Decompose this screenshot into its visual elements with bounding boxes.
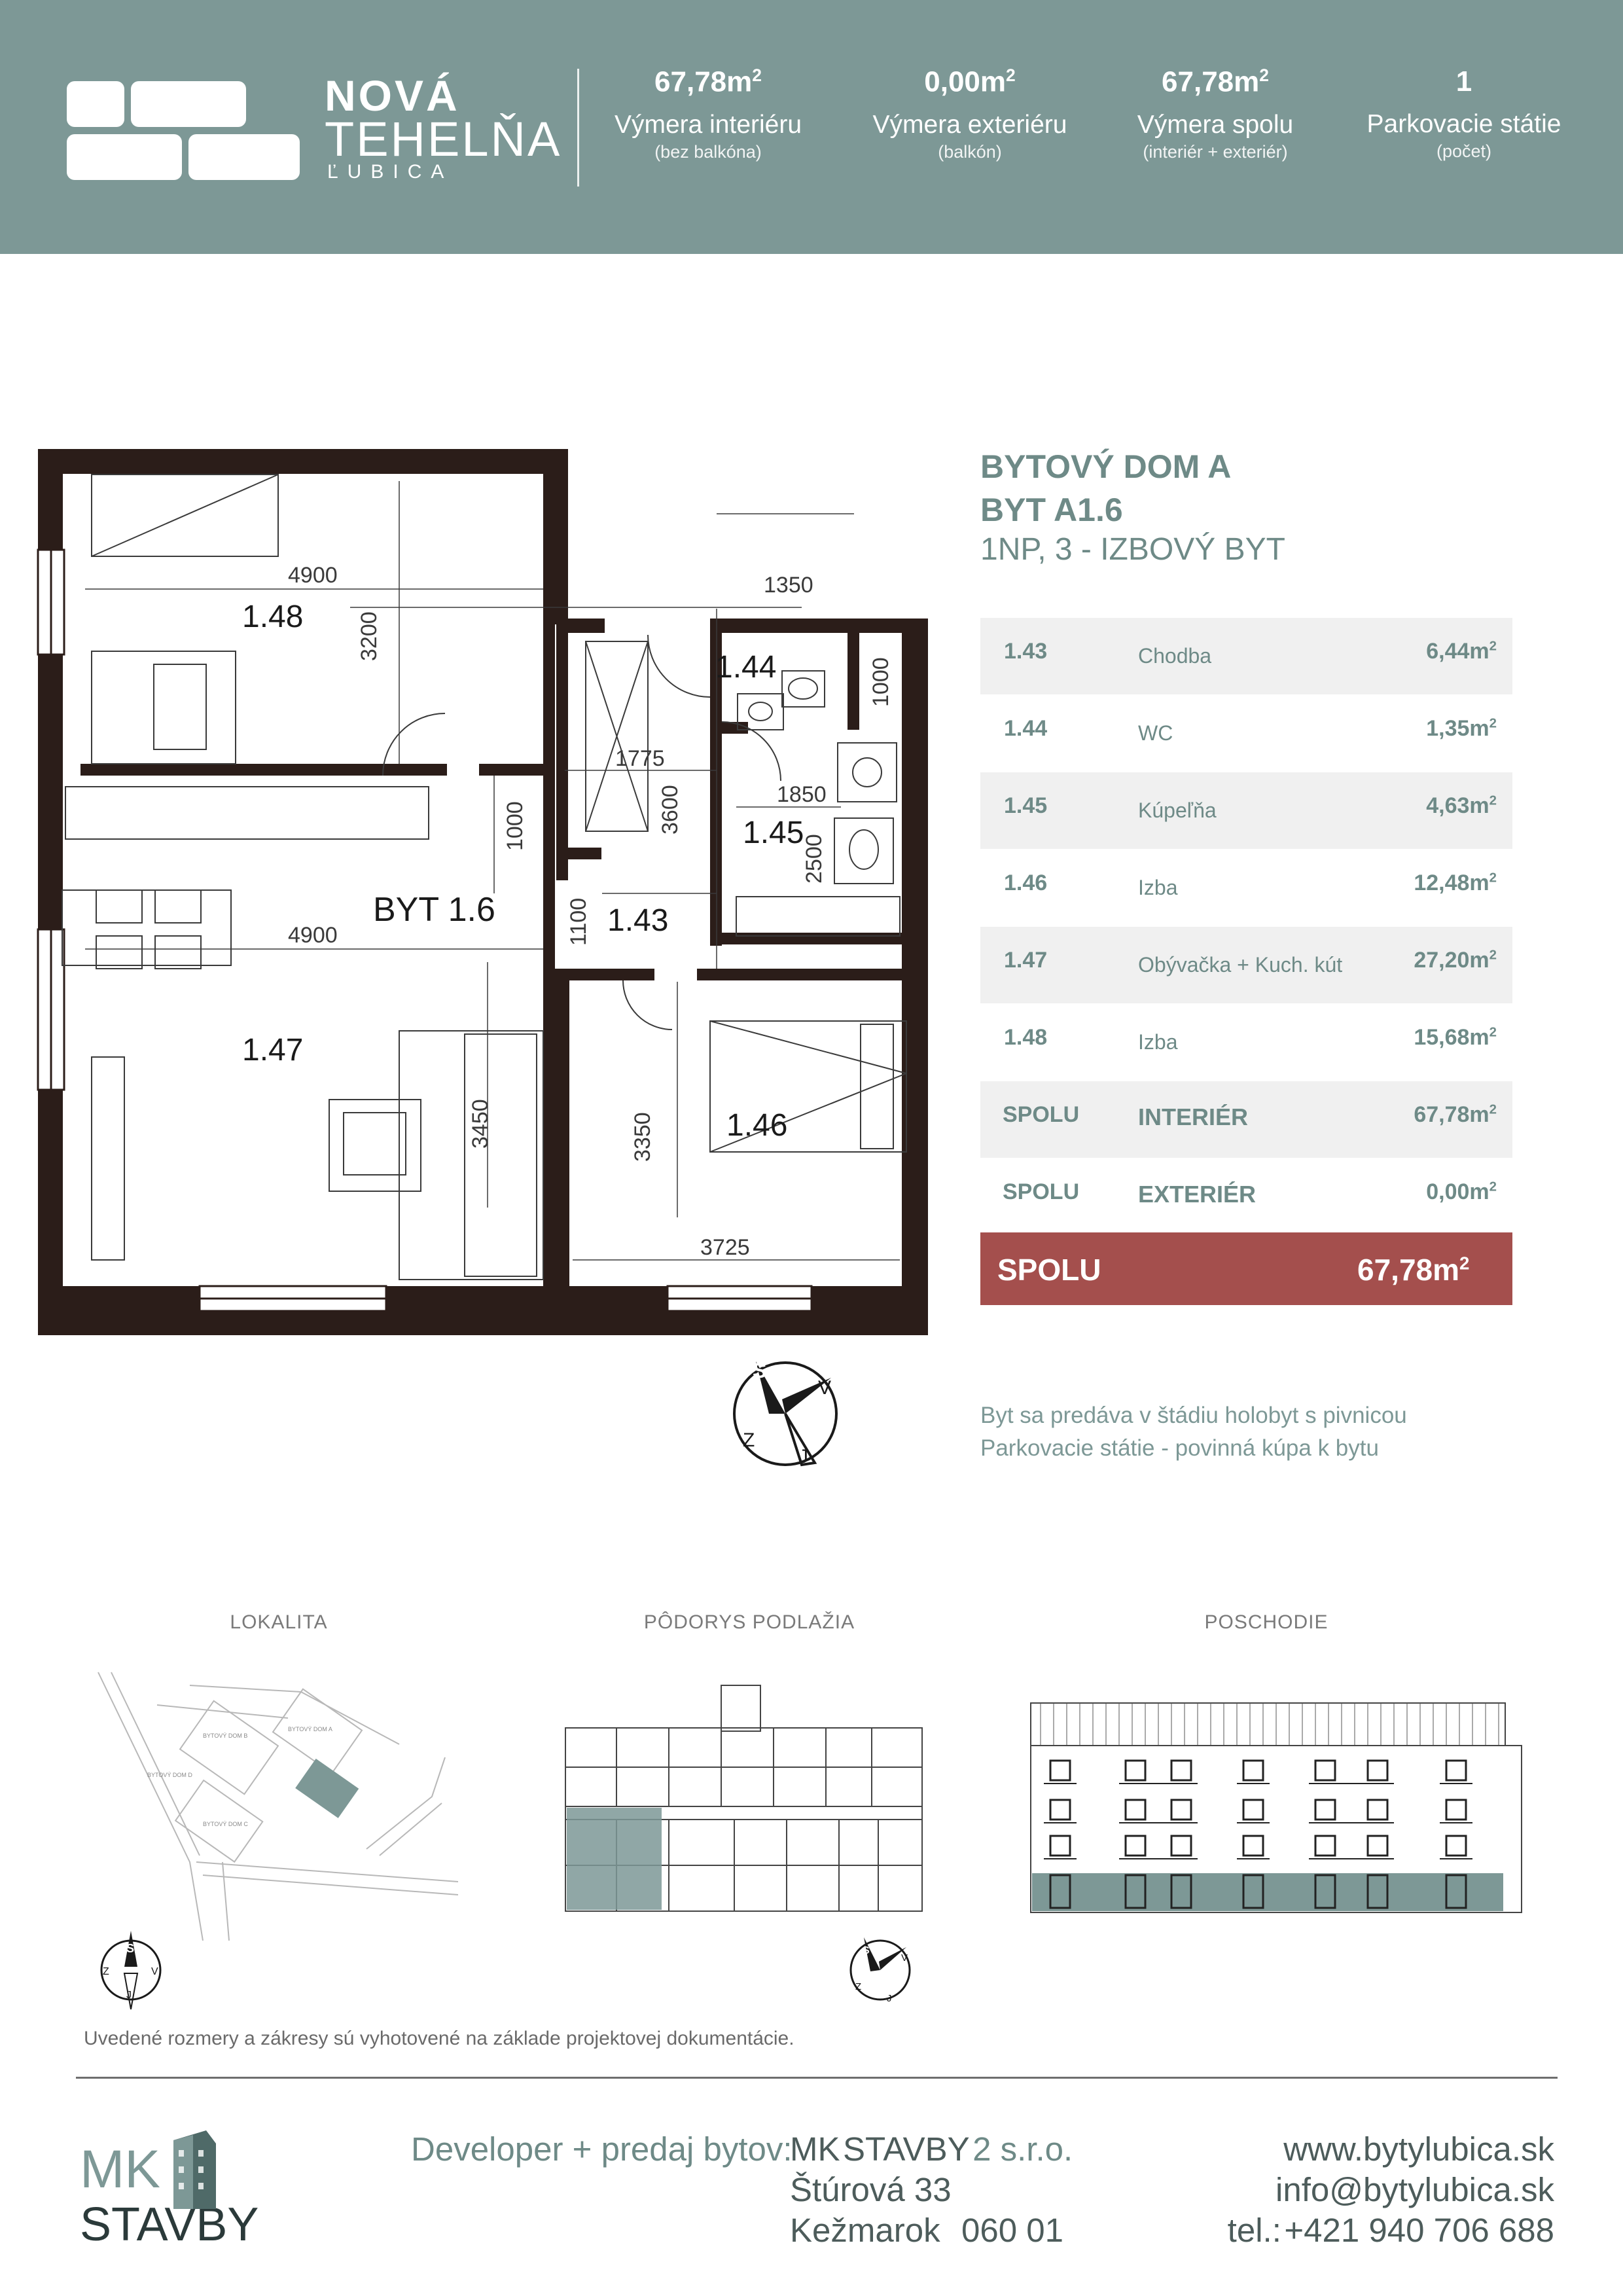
company-name: MK STAVBY 2 s.r.o. xyxy=(790,2130,1073,2168)
room-label-148: 1.48 xyxy=(242,600,303,634)
site-label: BYTOVÝ DOM C xyxy=(203,1821,248,1827)
logo-building-icon xyxy=(173,2130,216,2209)
room-label-144: 1.44 xyxy=(715,650,776,685)
unit-label: BYT 1.6 xyxy=(373,891,495,929)
svg-text:J: J xyxy=(887,1993,892,2004)
floor-plan: 1.48 1.44 1.45 1.43 1.47 1.46 BYT 1.6 49… xyxy=(37,449,928,1335)
room-label-146: 1.46 xyxy=(726,1108,787,1143)
dim-text: 1000 xyxy=(868,657,893,707)
dim-text: 1000 xyxy=(503,801,527,851)
stat-parking: 1 Parkovacie státie (počet) xyxy=(1366,65,1561,161)
dim-text: 3600 xyxy=(658,785,683,834)
svg-text:J: J xyxy=(798,1446,808,1467)
svg-text:S: S xyxy=(126,1942,134,1955)
site-map: BYTOVÝ DOM B BYTOVÝ DOM A BYTOVÝ DOM C B… xyxy=(98,1672,459,1941)
dim-text: 4900 xyxy=(288,563,338,588)
dim-text: 4900 xyxy=(288,923,338,948)
brand-name-main: TEHELŇA xyxy=(325,112,562,166)
svg-text:V: V xyxy=(901,1952,908,1964)
stat-total: 67,78m2 Výmera spolu (interiér + exterié… xyxy=(1137,65,1294,162)
site-label: BYTOVÝ DOM A xyxy=(288,1726,332,1732)
svg-text:Z: Z xyxy=(103,1966,109,1977)
brand-name-top: NOVÁ xyxy=(325,71,460,120)
compass-icon: S V Z J xyxy=(849,1937,911,2004)
room-labels: 1.48 1.44 1.45 1.43 1.47 1.46 BYT 1.6 xyxy=(242,600,804,1143)
website-link[interactable]: www.bytylubica.sk xyxy=(1283,2130,1554,2168)
svg-text:S: S xyxy=(863,1945,870,1956)
unit-type: 1NP, 3 - IZBOVÝ BYT xyxy=(980,532,1285,567)
dim-text: 1775 xyxy=(615,746,665,771)
dimension-lines xyxy=(85,481,900,1261)
developer-info: Developer + predaj bytov: xyxy=(411,2130,793,2168)
fixtures xyxy=(62,474,907,1280)
lokalita-label: LOKALITA xyxy=(230,1611,328,1633)
dim-text: 3350 xyxy=(630,1112,655,1162)
building-title: BYTOVÝ DOM A xyxy=(980,448,1232,485)
note-line-1: Byt sa predáva v štádiu holobyt s pivnic… xyxy=(980,1403,1407,1428)
total-bar: SPOLU 67,78m2 xyxy=(980,1232,1512,1305)
dim-text: 3200 xyxy=(357,611,382,661)
room-label-143: 1.43 xyxy=(607,903,668,938)
room-label-147: 1.47 xyxy=(242,1033,303,1067)
footer-divider xyxy=(76,2077,1558,2079)
unit-title: BYT A1.6 xyxy=(980,492,1123,528)
stat-exterior: 0,00m2 Výmera exteriéru (balkón) xyxy=(872,65,1067,162)
compass-icon: S V Z J xyxy=(100,1931,162,2010)
svg-text:Z: Z xyxy=(855,1981,861,1992)
phone-link[interactable]: tel.: +421 940 706 688 xyxy=(1227,2212,1554,2249)
email-link[interactable]: info@bytylubica.sk xyxy=(1275,2171,1554,2208)
header-divider xyxy=(577,69,579,187)
logo-mk: MK xyxy=(80,2140,160,2199)
floor-layout-map xyxy=(565,1685,923,1912)
room-label-145: 1.45 xyxy=(743,816,804,850)
site-label: BYTOVÝ DOM D xyxy=(147,1772,192,1778)
svg-text:J: J xyxy=(126,1990,132,2001)
company-street: Štúrová 33 xyxy=(790,2171,952,2208)
svg-text:V: V xyxy=(151,1966,158,1977)
note-line-2: Parkovacie státie - povinná kúpa k bytu xyxy=(980,1435,1379,1461)
header-bar: NOVÁ TEHELŇA ĽUBICA 67,78m2 Výmera inter… xyxy=(0,0,1623,254)
podorys-label: PÔDORYS PODLAŽIA xyxy=(643,1611,855,1633)
dim-text: 1350 xyxy=(764,573,813,598)
dim-text: 2500 xyxy=(802,834,827,884)
poschodie-label: POSCHODIE xyxy=(1204,1611,1329,1633)
disclaimer: Uvedené rozmery a zákresy sú vyhotovené … xyxy=(84,2028,794,2049)
dim-text: 1100 xyxy=(566,898,591,946)
logo-stavby: STAVBY xyxy=(80,2198,259,2251)
svg-text:V: V xyxy=(818,1377,831,1399)
dim-text: 1850 xyxy=(777,782,827,807)
compass-icon: S V Z J xyxy=(733,1359,838,1467)
building-elevation xyxy=(1030,1702,1522,1913)
stat-interior: 67,78m2 Výmera interiéru (bez balkóna) xyxy=(614,65,802,162)
site-label: BYTOVÝ DOM B xyxy=(203,1732,247,1739)
windows xyxy=(37,548,813,1312)
svg-text:S: S xyxy=(753,1359,766,1382)
dimension-texts: 4900 3200 1350 1000 1775 1850 3600 2500 … xyxy=(288,563,893,1260)
dim-text: 3725 xyxy=(700,1235,750,1260)
dim-text: 3450 xyxy=(468,1099,493,1149)
company-city: Kežmarok 060 01 xyxy=(790,2212,1064,2249)
svg-text:Z: Z xyxy=(743,1429,755,1451)
brand-location: ĽUBICA xyxy=(327,161,454,183)
